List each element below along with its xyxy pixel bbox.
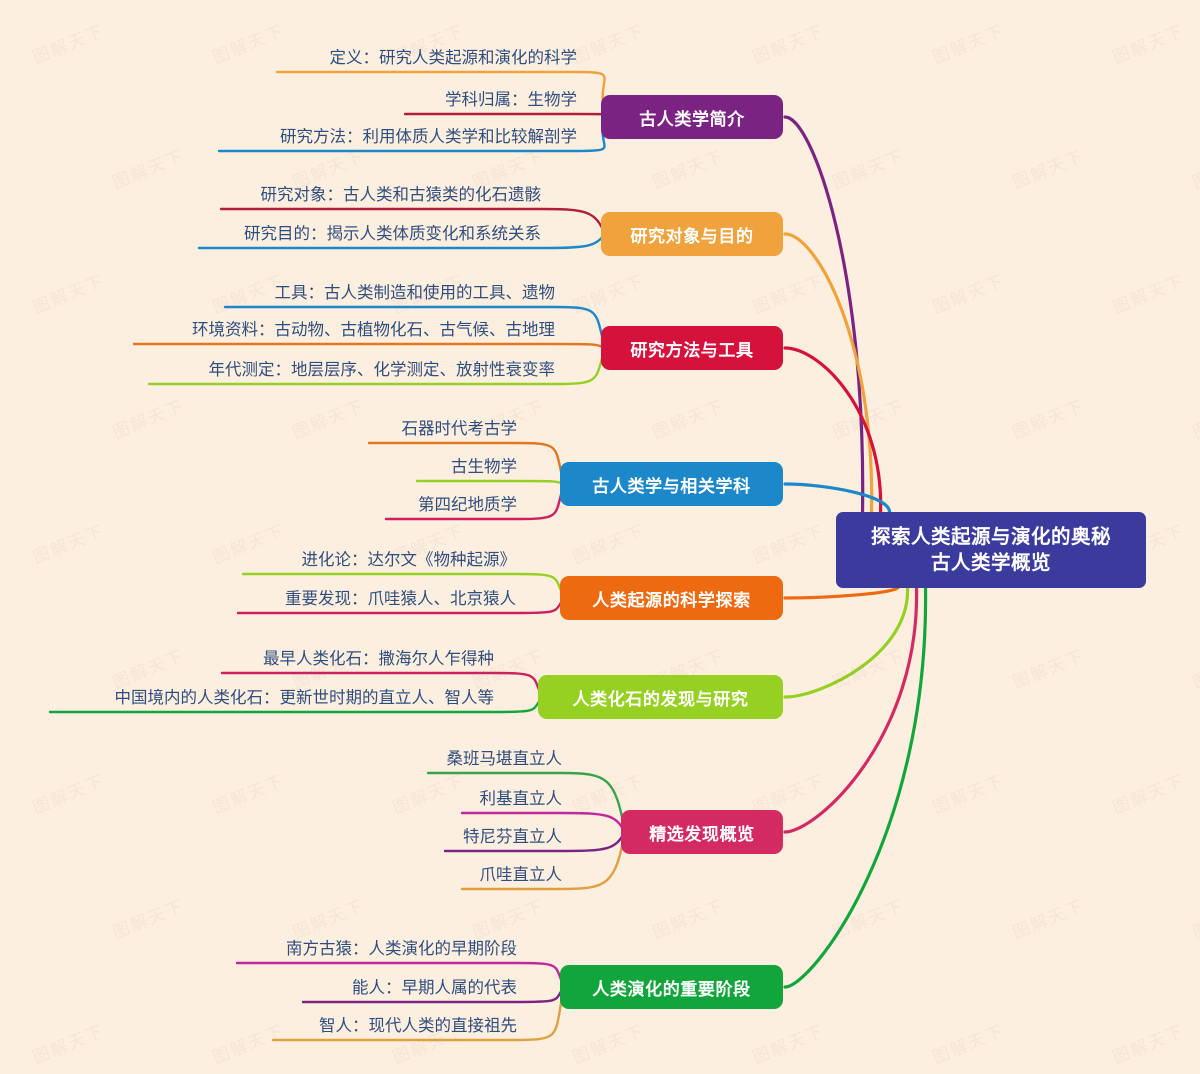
- branch-node[interactable]: 人类起源的科学探索: [560, 576, 783, 620]
- leaf-label[interactable]: 研究方法：利用体质人类学和比较解剖学: [280, 127, 577, 146]
- leaf-label[interactable]: 特尼芬直立人: [463, 827, 562, 846]
- leaf-label[interactable]: 爪哇直立人: [479, 865, 563, 884]
- leaf-label[interactable]: 研究目的：揭示人类体质变化和系统关系: [244, 224, 541, 243]
- leaf-label[interactable]: 研究对象：古人类和古猿类的化石遗骸: [260, 185, 542, 204]
- leaf-label[interactable]: 南方古猿：人类演化的早期阶段: [286, 939, 517, 958]
- connector-path: [783, 584, 919, 834]
- leaf-label[interactable]: 学科归属：生物学: [445, 90, 577, 109]
- leaf-label[interactable]: 工具：古人类制造和使用的工具、遗物: [274, 283, 556, 302]
- branch-node[interactable]: 人类演化的重要阶段: [560, 965, 783, 1009]
- leaf-label[interactable]: 利基直立人: [479, 789, 563, 808]
- leaf-label[interactable]: 重要发现：爪哇猿人、北京猿人: [285, 589, 516, 608]
- leaf-label[interactable]: 定义：研究人类起源和演化的科学: [329, 48, 578, 67]
- connector-path: [783, 232, 874, 516]
- connector-path: [783, 346, 883, 516]
- leaf-label[interactable]: 第四纪地质学: [418, 495, 517, 514]
- leaf-label[interactable]: 进化论：达尔文《物种起源》: [301, 550, 517, 569]
- leaf-label[interactable]: 智人：现代人类的直接祖先: [319, 1016, 517, 1035]
- branch-node[interactable]: 人类化石的发现与研究: [538, 675, 783, 719]
- central-topic[interactable]: 探索人类起源与演化的奥秘 古人类学概览: [836, 512, 1146, 588]
- branch-node[interactable]: 研究对象与目的: [601, 212, 783, 256]
- leaf-label[interactable]: 环境资料：古动物、古植物化石、古气候、古地理: [192, 320, 555, 339]
- connector-path: [132, 342, 607, 350]
- leaf-label[interactable]: 最早人类化石：撒海尔人乍得种: [263, 649, 494, 668]
- leaf-label[interactable]: 古生物学: [451, 457, 517, 476]
- leaf-label[interactable]: 中国境内的人类化石：更新世时期的直立人、智人等: [114, 688, 495, 707]
- branch-node[interactable]: 研究方法与工具: [601, 326, 783, 370]
- connector-path: [783, 584, 928, 989]
- connector-path: [783, 584, 910, 699]
- leaf-label[interactable]: 桑班马堪直立人: [446, 749, 563, 768]
- leaf-label[interactable]: 年代测定：地层层序、化学测定、放射性衰变率: [208, 360, 556, 379]
- branch-node[interactable]: 精选发现概览: [621, 810, 783, 854]
- connector-path: [783, 482, 892, 516]
- leaf-label[interactable]: 石器时代考古学: [401, 419, 518, 438]
- branch-node[interactable]: 古人类学与相关学科: [560, 462, 783, 506]
- leaf-label[interactable]: 能人：早期人属的代表: [352, 978, 517, 997]
- connector-path: [415, 479, 566, 486]
- connector-path: [783, 584, 901, 600]
- connector-path: [403, 112, 607, 119]
- connector-path: [783, 115, 865, 516]
- branch-node[interactable]: 古人类学简介: [601, 95, 783, 139]
